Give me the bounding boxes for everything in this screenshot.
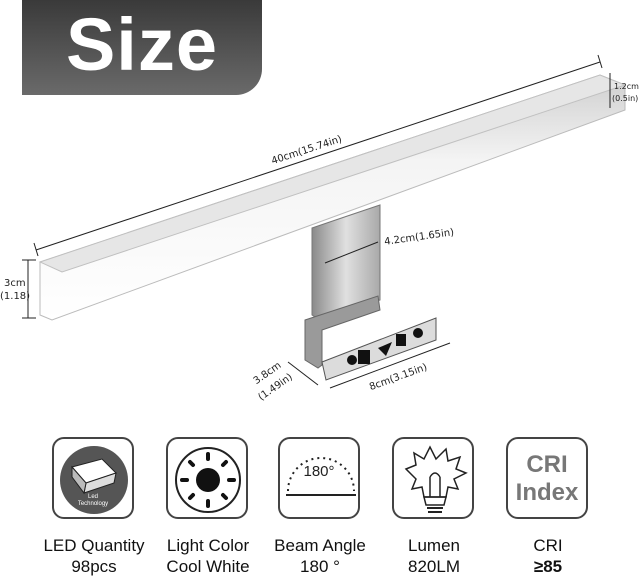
- height-cm: 3cm: [4, 278, 26, 289]
- beam-angle-icon-text: 180°: [303, 463, 335, 480]
- spec-value: Cool White: [166, 557, 250, 576]
- technology-text: Technology: [77, 501, 109, 507]
- spec-label: Lumen: [408, 536, 460, 555]
- bracket: [304, 295, 381, 369]
- height-in: (1.18): [0, 291, 31, 302]
- spec-cri: CRI ≥85: [483, 535, 613, 577]
- depth-cm: 1.2cm: [614, 82, 639, 91]
- spec-label: LED Quantity: [43, 536, 145, 555]
- spec-led-quantity: LED Quantity 98pcs: [29, 535, 159, 577]
- spec-value: 98pcs: [71, 557, 117, 576]
- spec-value: 180 °: [300, 557, 340, 576]
- spec-value: ≥85: [533, 557, 563, 576]
- size-title: Size: [65, 3, 219, 86]
- light-bulb-icon: [392, 437, 474, 519]
- index-icon-text: Index: [515, 479, 579, 506]
- spec-label: CRI: [533, 536, 563, 555]
- depth-in: (0.5in): [612, 94, 639, 103]
- spec-lumen: Lumen 820LM: [369, 535, 499, 577]
- size-badge: Size: [22, 0, 262, 95]
- spec-label: Light Color: [166, 536, 250, 555]
- spec-label: Beam Angle: [274, 536, 366, 555]
- cri-icon-text: CRI: [526, 451, 568, 478]
- led-text: Led: [87, 494, 98, 500]
- sun-icon: [166, 437, 248, 519]
- spec-value: 820LM: [408, 557, 460, 576]
- beam-angle-icon: 180°: [278, 437, 360, 519]
- spec-beam-angle: Beam Angle 180 °: [255, 535, 385, 577]
